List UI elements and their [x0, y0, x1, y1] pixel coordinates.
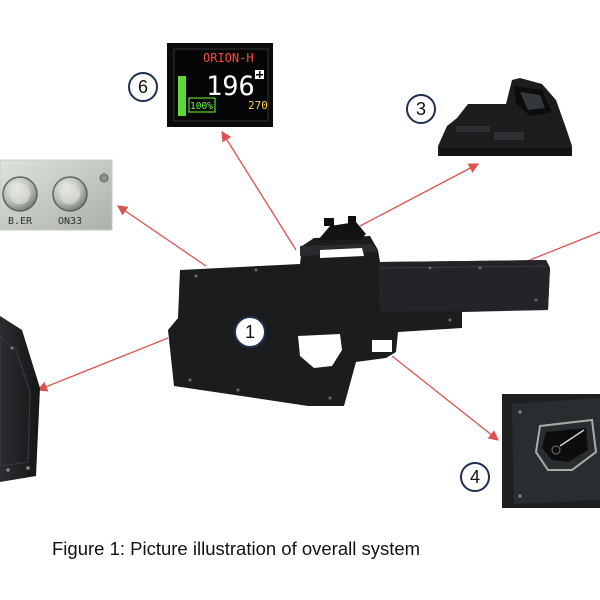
main-device: [168, 216, 550, 406]
sight-photo: [438, 78, 572, 156]
figure-caption: Figure 1: Picture illustration of overal…: [52, 538, 421, 559]
trigger-detail-photo: [502, 394, 600, 508]
display-battery-text: 100%: [190, 101, 213, 112]
grip-cutout: [298, 334, 342, 368]
side-panel-photo: [0, 316, 40, 482]
display-screen-photo: ORION-H 196 100% 270: [167, 43, 273, 127]
right-button-label: ON33: [58, 216, 82, 227]
callout-trigger-detail: 4: [460, 462, 490, 492]
display-level-bar: [178, 76, 186, 116]
callout-display-screen: 6: [128, 72, 158, 102]
display-secondary-text: 270: [248, 99, 268, 112]
arrow-to-trigger: [391, 355, 500, 441]
display-name-text: ORION-H: [203, 51, 254, 65]
arrow-to-sight: [359, 163, 480, 227]
callout-main-system: 1: [234, 316, 266, 348]
arrow-to-side-panel: [36, 337, 169, 392]
trigger-opening: [372, 340, 392, 352]
arrow-to-buttons: [116, 205, 207, 267]
arrow-to-display: [221, 130, 297, 251]
callout-red-dot-sight: 3: [406, 94, 436, 124]
left-button-label: B.ER: [8, 216, 33, 227]
buttons-photo: B.ER ON33: [0, 159, 113, 231]
display-value-text: 196: [206, 71, 255, 102]
